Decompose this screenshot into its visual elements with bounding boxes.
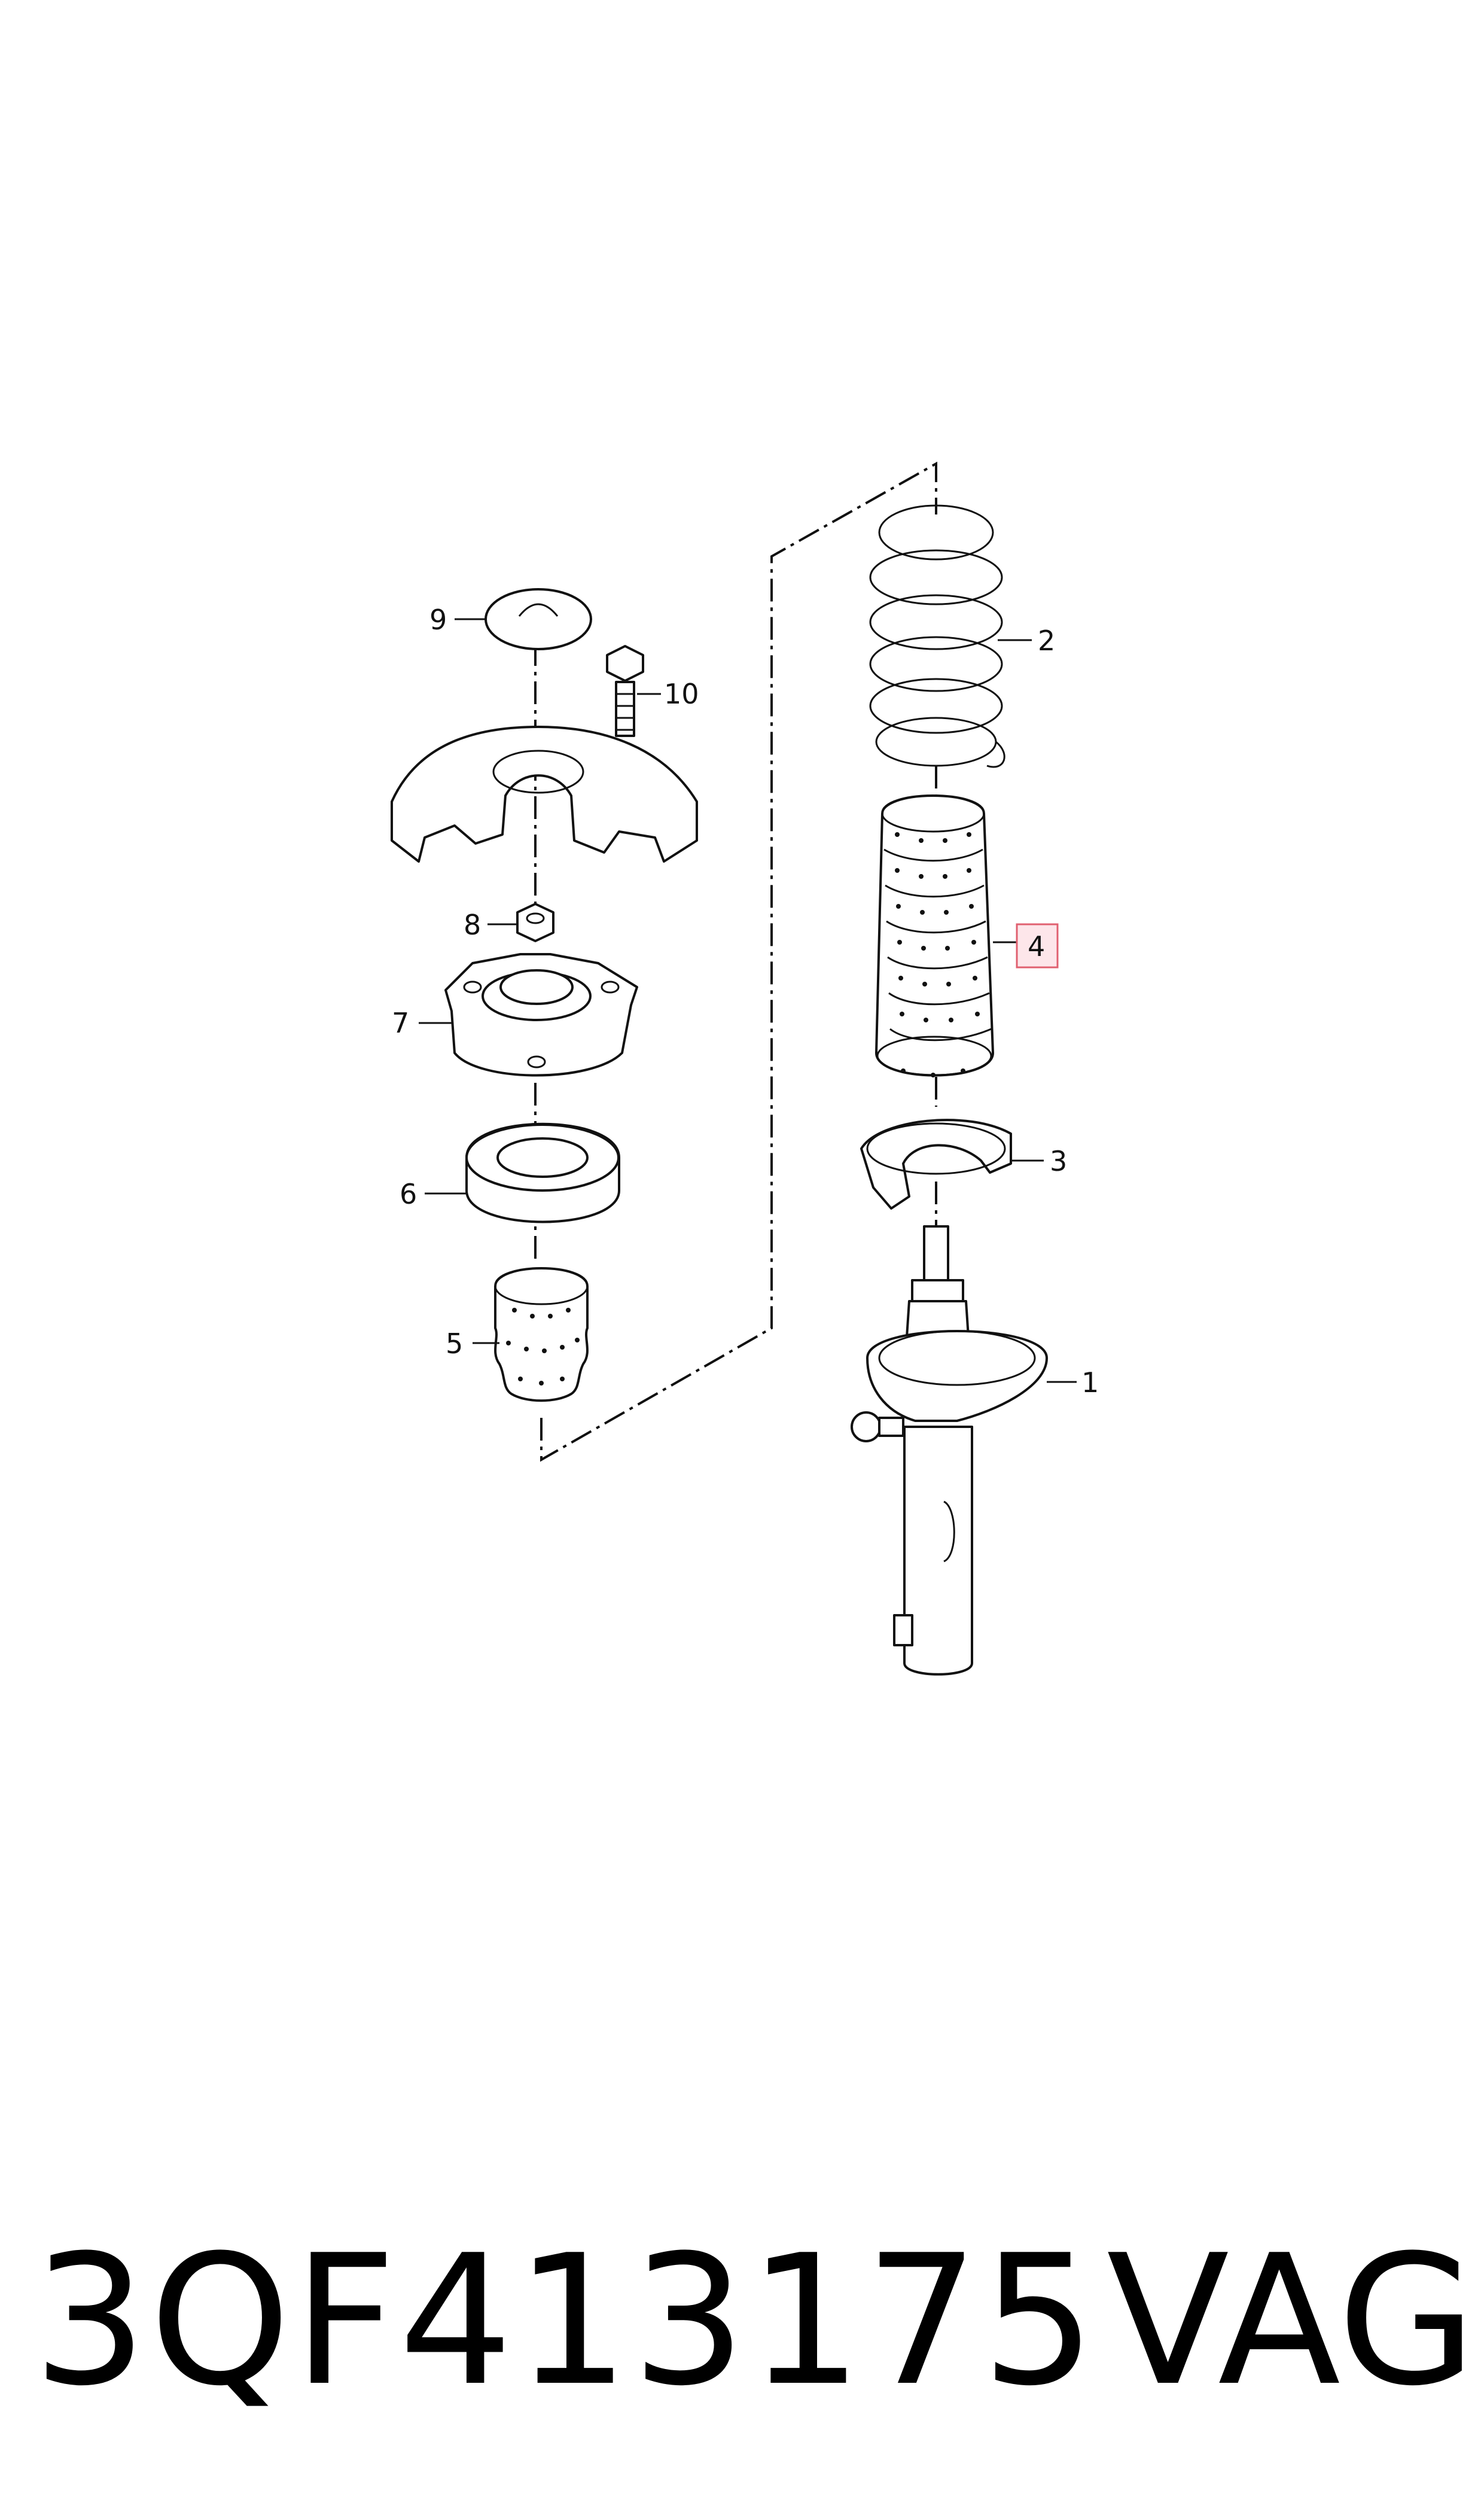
part-10-bolt xyxy=(606,645,644,737)
label-part-7: 7 xyxy=(392,1007,409,1039)
part-4-highlight-box xyxy=(1016,923,1059,969)
part-9-cap xyxy=(484,588,592,650)
top-cover-shield xyxy=(391,726,698,863)
part-5-bump-stop xyxy=(494,1267,589,1402)
part-2-coil-spring xyxy=(869,504,1005,768)
part-4-dust-boot xyxy=(875,794,994,1077)
label-part-5: 5 xyxy=(446,1327,463,1360)
part-1-shock-absorber xyxy=(851,1225,1048,1676)
part-7-strut-mount xyxy=(444,953,638,1077)
label-part-2: 2 xyxy=(1038,625,1055,657)
label-part-1: 1 xyxy=(1081,1366,1099,1399)
label-part-6: 6 xyxy=(400,1178,417,1210)
label-part-4: 4 xyxy=(1028,930,1045,963)
part-3-spring-seat xyxy=(860,1119,1012,1210)
part-8-nut xyxy=(516,903,554,942)
dust-boot-dots xyxy=(895,832,980,1077)
part-6-bearing xyxy=(465,1122,620,1223)
bump-stop-dots xyxy=(506,1308,580,1386)
footer: 3QF413175 VAG xyxy=(33,2213,1476,2453)
leader-lines xyxy=(419,618,1077,1383)
label-part-8: 8 xyxy=(464,909,481,941)
exploded-parts-diagram: 9 10 8 7 6 5 2 4 3 1 xyxy=(391,461,1099,1676)
label-part-3: 3 xyxy=(1050,1145,1067,1177)
label-part-9: 9 xyxy=(429,604,447,636)
part-number: 3QF413175 xyxy=(33,2216,1098,2425)
brand-name: VAG xyxy=(1107,2216,1477,2425)
label-part-10: 10 xyxy=(664,678,699,710)
